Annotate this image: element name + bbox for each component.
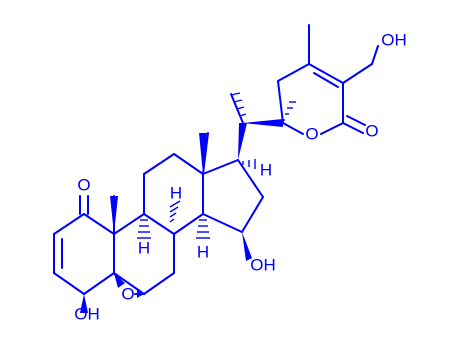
wedge-c4-oh bbox=[80, 294, 88, 313]
hash-c9-h bbox=[137, 219, 151, 239]
bond-ch2-oh bbox=[371, 45, 379, 65]
bond-c26-o-carbonyl-double bbox=[346, 115, 366, 126]
bond-o-ring-c22 bbox=[282, 122, 304, 135]
bond-c13-methyl bbox=[202, 132, 209, 175]
wedge-c5-epoxide bbox=[114, 273, 125, 288]
hash-c20-methyl bbox=[230, 92, 247, 117]
bond-c3-c4 bbox=[53, 272, 85, 295]
hash-c22-h bbox=[283, 101, 296, 121]
label-h-c8: H bbox=[170, 184, 182, 203]
bond-c6-c7 bbox=[143, 272, 175, 295]
label-h-c14: H bbox=[197, 243, 209, 262]
label-h-c17: H bbox=[260, 161, 272, 180]
bonds bbox=[53, 24, 379, 295]
wedge-c13-methyl bbox=[199, 133, 207, 174]
wedge-bonds bbox=[80, 119, 283, 313]
bond-c26-o-ring bbox=[320, 122, 344, 135]
bond-c17-c16 bbox=[237, 159, 264, 198]
bond-c15-c14 bbox=[202, 213, 243, 233]
bond-c1-c2 bbox=[53, 213, 85, 235]
label-oh-c4: OH bbox=[74, 305, 100, 324]
label-h-c9: H bbox=[138, 239, 150, 258]
hash-c8-h bbox=[169, 200, 181, 223]
hash-c14-h bbox=[196, 219, 210, 239]
label-oh-c15: OH bbox=[250, 256, 276, 275]
label-o-carbonyl-lactone: O bbox=[365, 122, 378, 141]
hash-c17-h bbox=[242, 159, 256, 169]
bond-c10-c1 bbox=[83, 213, 115, 235]
bond-c16-c15 bbox=[241, 196, 264, 233]
wedge-c10-methyl bbox=[110, 196, 118, 234]
bond-c13-c12 bbox=[173, 153, 204, 175]
wedge-c17-c20 bbox=[238, 123, 247, 160]
label-o-epoxide: O bbox=[121, 285, 134, 304]
bond-c4-c5 bbox=[83, 272, 115, 295]
bond-c25-ch2 bbox=[342, 63, 373, 84]
label-o-ketone: O bbox=[77, 176, 90, 195]
hashed-bonds bbox=[137, 92, 296, 239]
bond-c5-c6 bbox=[113, 272, 145, 295]
label-oh-hydroxymethyl: OH bbox=[381, 31, 407, 50]
bond-c24-c25 bbox=[308, 63, 344, 84]
bond-c9-c10 bbox=[113, 213, 145, 235]
bond-c23-c24 bbox=[277, 63, 310, 82]
wedge-c15-oh bbox=[242, 232, 252, 261]
bond-c8-c14 bbox=[173, 213, 204, 235]
bond-c12-c11 bbox=[143, 153, 175, 175]
atom-labels: OH O O H O H H H OH O OH bbox=[74, 31, 407, 324]
bond-c9-c8 bbox=[143, 213, 175, 235]
bond-c22-c23 bbox=[277, 80, 284, 124]
bond-c13-c17 bbox=[202, 159, 239, 175]
wedge-c20-c22 bbox=[243, 119, 283, 127]
bond-c26-o-carbonyl bbox=[342, 122, 364, 134]
bond-c24-c25-double bbox=[313, 72, 339, 88]
wedge-c6-epoxide bbox=[137, 290, 144, 298]
label-o-lactone-ring: O bbox=[305, 125, 318, 144]
